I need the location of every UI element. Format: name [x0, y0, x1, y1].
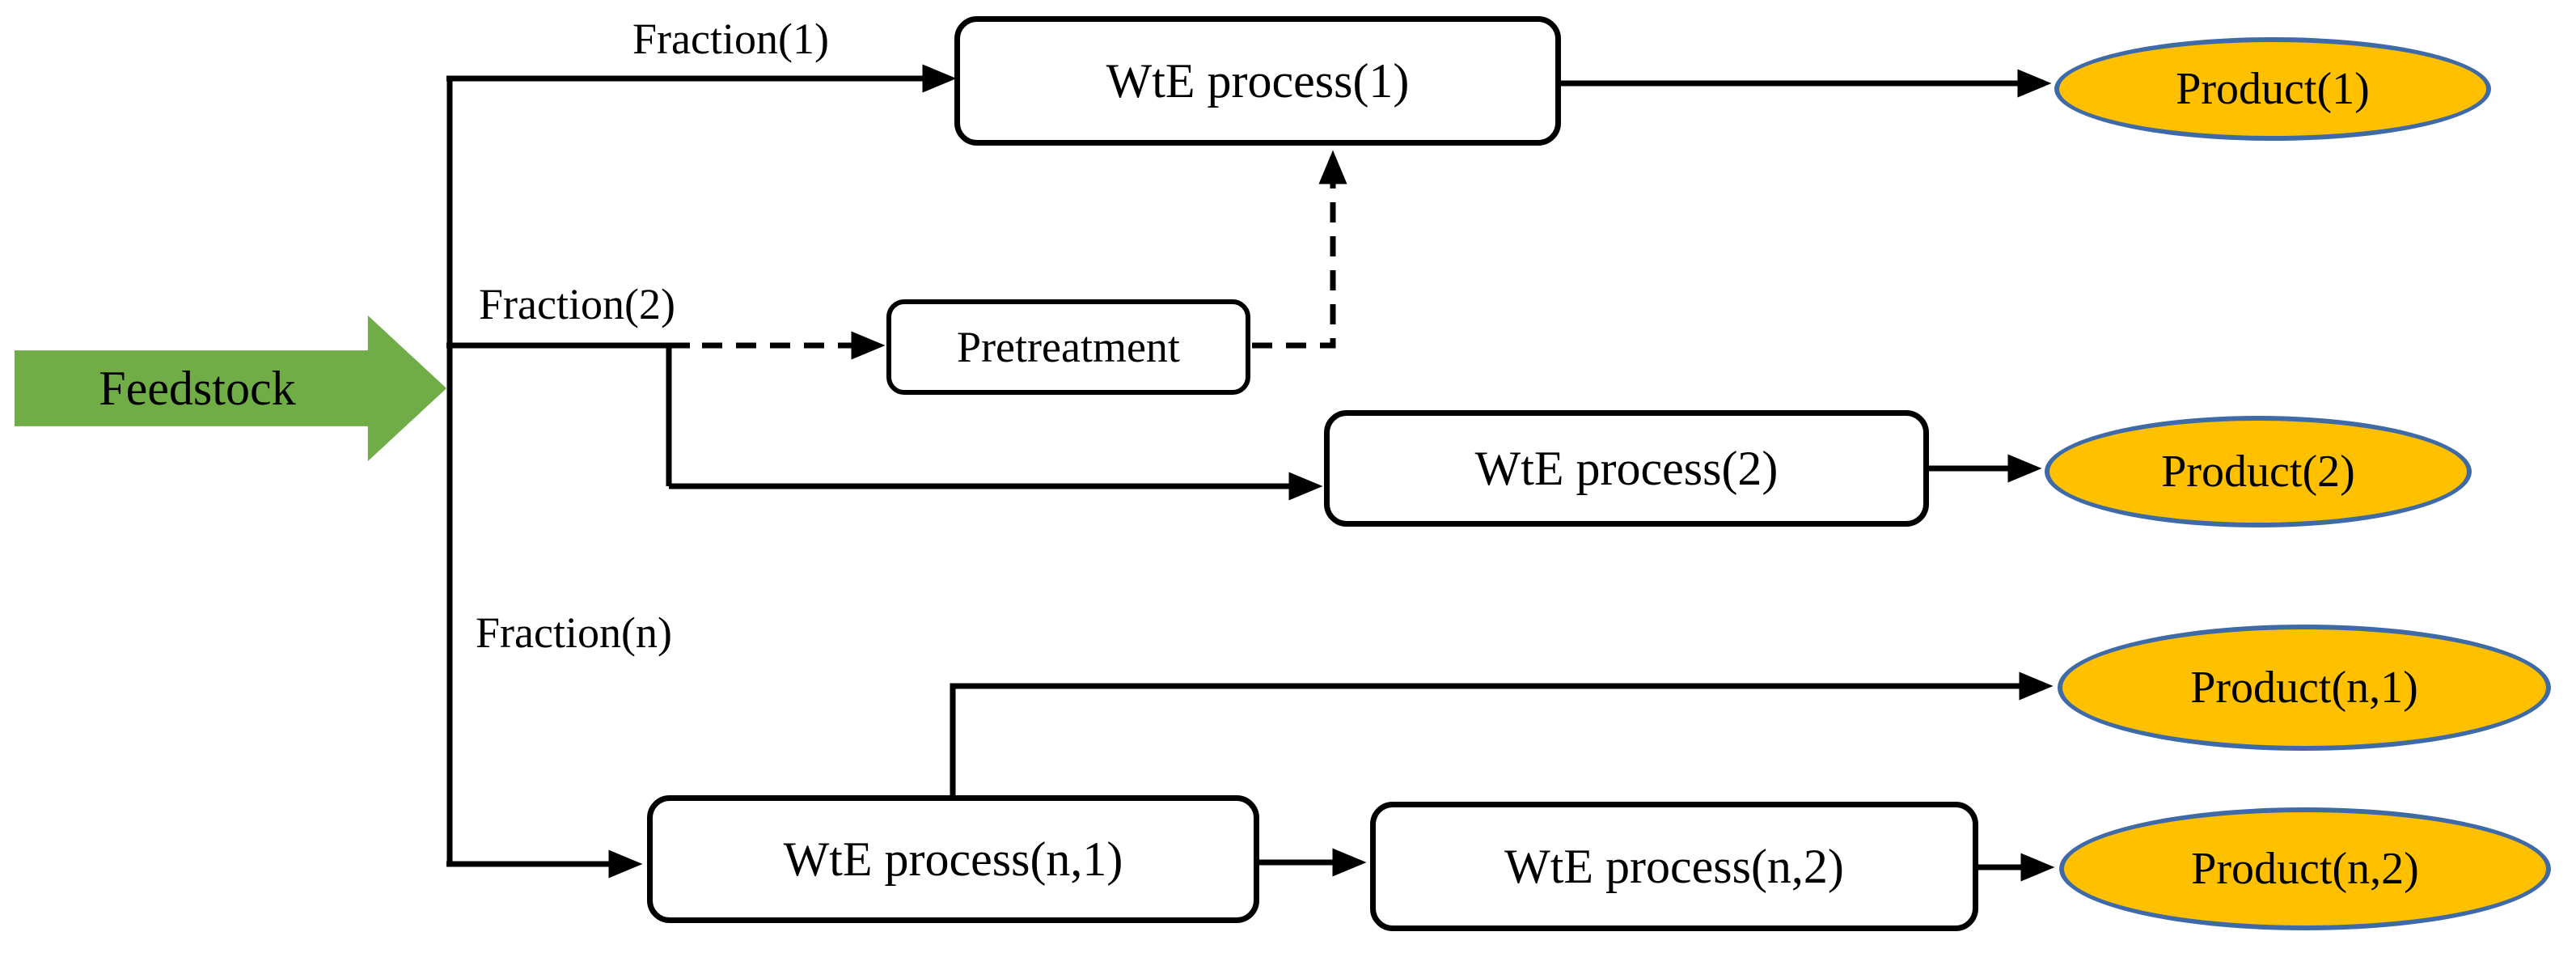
process-box-wteN1: WtE process(n,1)	[647, 795, 1259, 923]
connector-wteN1-productN1	[950, 671, 2054, 798]
process-box-wte1-label: WtE process(1)	[1106, 54, 1410, 108]
connector-pretreatment-wte1-dashed	[1252, 150, 1347, 349]
product-ellipse-1-label: Product(1)	[2176, 64, 2370, 114]
product-ellipse-1: Product(1)	[2054, 37, 2491, 141]
process-box-wteN2-label: WtE process(n,2)	[1504, 840, 1844, 893]
fraction2-label: Fraction(2)	[479, 280, 675, 328]
process-box-wte2-label: WtE process(2)	[1474, 442, 1779, 495]
fraction1-label: Fraction(1)	[632, 15, 829, 63]
fractionN-label: Fraction(n)	[476, 608, 672, 657]
process-box-wteN2: WtE process(n,2)	[1370, 802, 1978, 931]
process-box-pretreatment: Pretreatment	[886, 299, 1250, 395]
product-ellipse-2: Product(2)	[2045, 416, 2472, 527]
product-ellipse-N2: Product(n,2)	[2059, 807, 2551, 930]
product-ellipse-N1: Product(n,1)	[2058, 625, 2551, 751]
connector-fraction2-wte2	[446, 342, 1292, 486]
product-ellipse-2-label: Product(2)	[2161, 447, 2355, 497]
product-ellipse-N2-label: Product(n,2)	[2191, 844, 2419, 894]
process-box-pretreatment-label: Pretreatment	[957, 323, 1180, 371]
process-box-wte2: WtE process(2)	[1324, 410, 1929, 527]
process-box-wte1: WtE process(1)	[954, 16, 1561, 146]
feedstock-label: Feedstock	[99, 362, 296, 415]
process-box-wteN1-label: WtE process(n,1)	[783, 832, 1123, 886]
product-ellipse-N1-label: Product(n,1)	[2190, 663, 2418, 713]
